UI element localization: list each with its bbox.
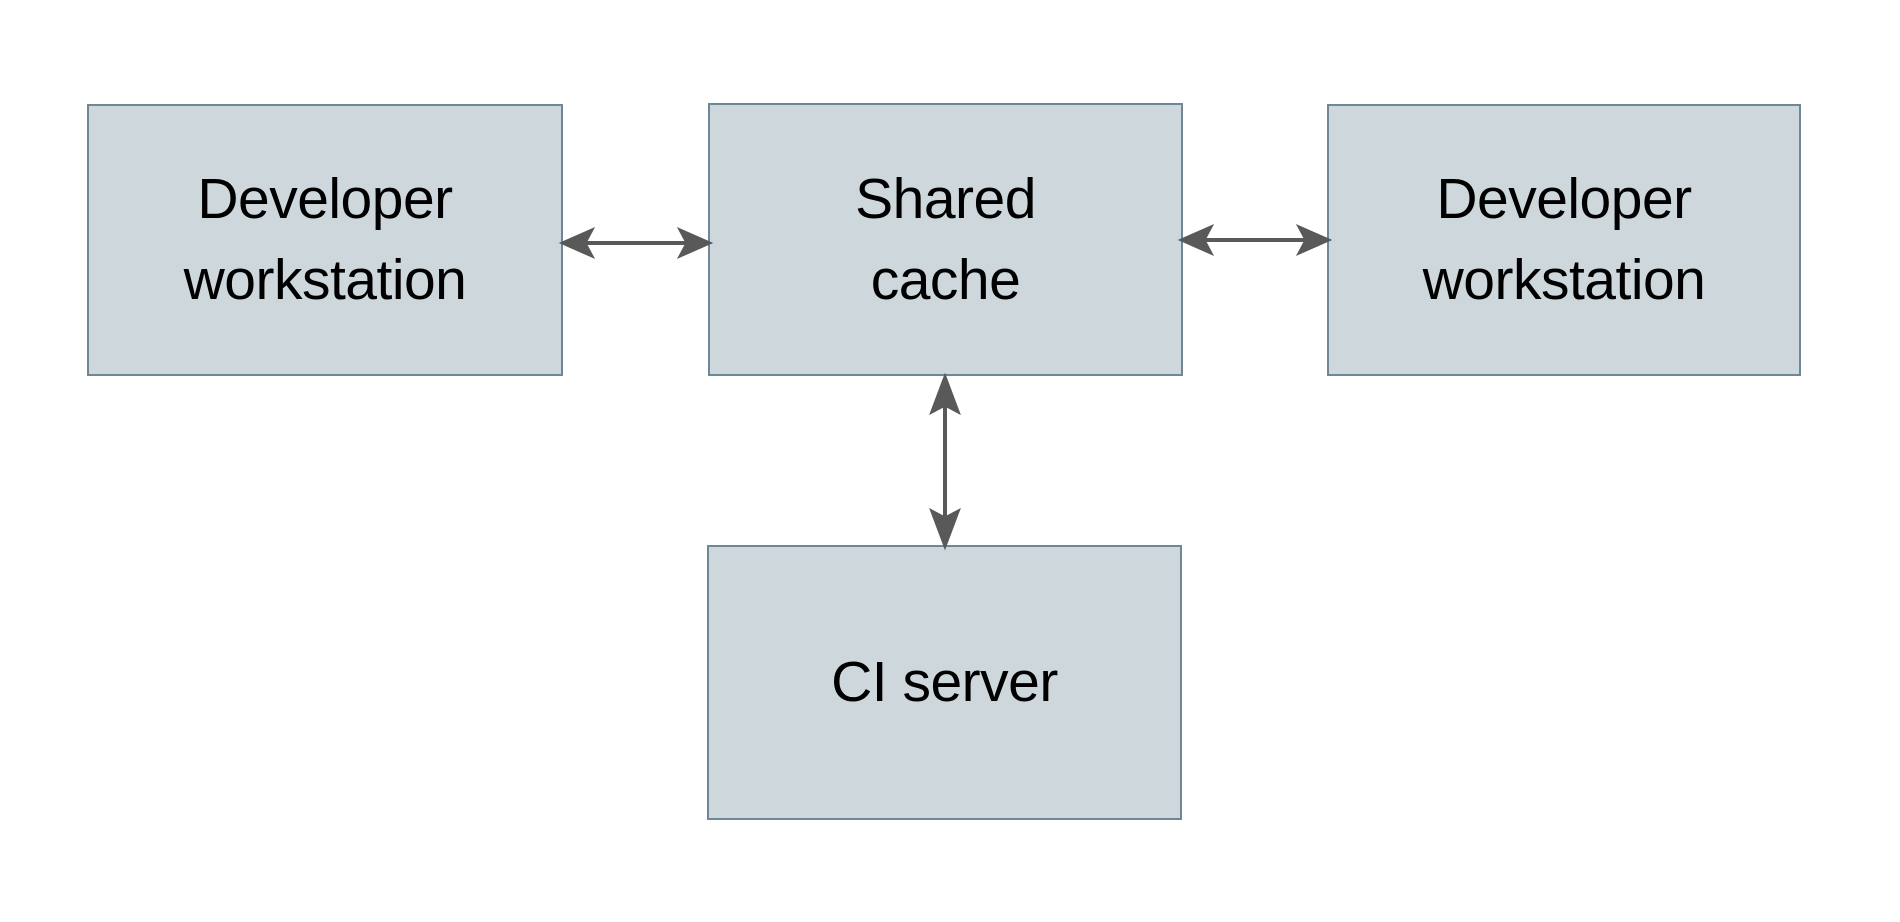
arrowhead-down-icon: [929, 507, 961, 551]
arrowhead-left-icon: [558, 226, 596, 260]
node-shared-cache[interactable]: Shared cache: [708, 103, 1183, 376]
arrowhead-right-icon: [1295, 223, 1333, 257]
edge-shared-cache-to-ci-server: [929, 372, 961, 551]
edge-developer-left-to-shared-cache: [558, 226, 714, 260]
node-label: Developer workstation: [183, 167, 467, 312]
node-label: Shared cache: [855, 166, 1036, 312]
node-label: Developer workstation: [1422, 167, 1706, 312]
node-developer-workstation-left[interactable]: Developer workstation: [87, 104, 563, 376]
arrowhead-up-icon: [929, 372, 961, 416]
arrowhead-right-icon: [676, 226, 714, 260]
node-developer-workstation-right[interactable]: Developer workstation: [1327, 104, 1801, 376]
edge-shared-cache-to-developer-right: [1177, 223, 1333, 257]
node-label: CI server: [831, 650, 1058, 715]
arrowhead-left-icon: [1177, 223, 1215, 257]
node-ci-server[interactable]: CI server: [707, 545, 1182, 820]
